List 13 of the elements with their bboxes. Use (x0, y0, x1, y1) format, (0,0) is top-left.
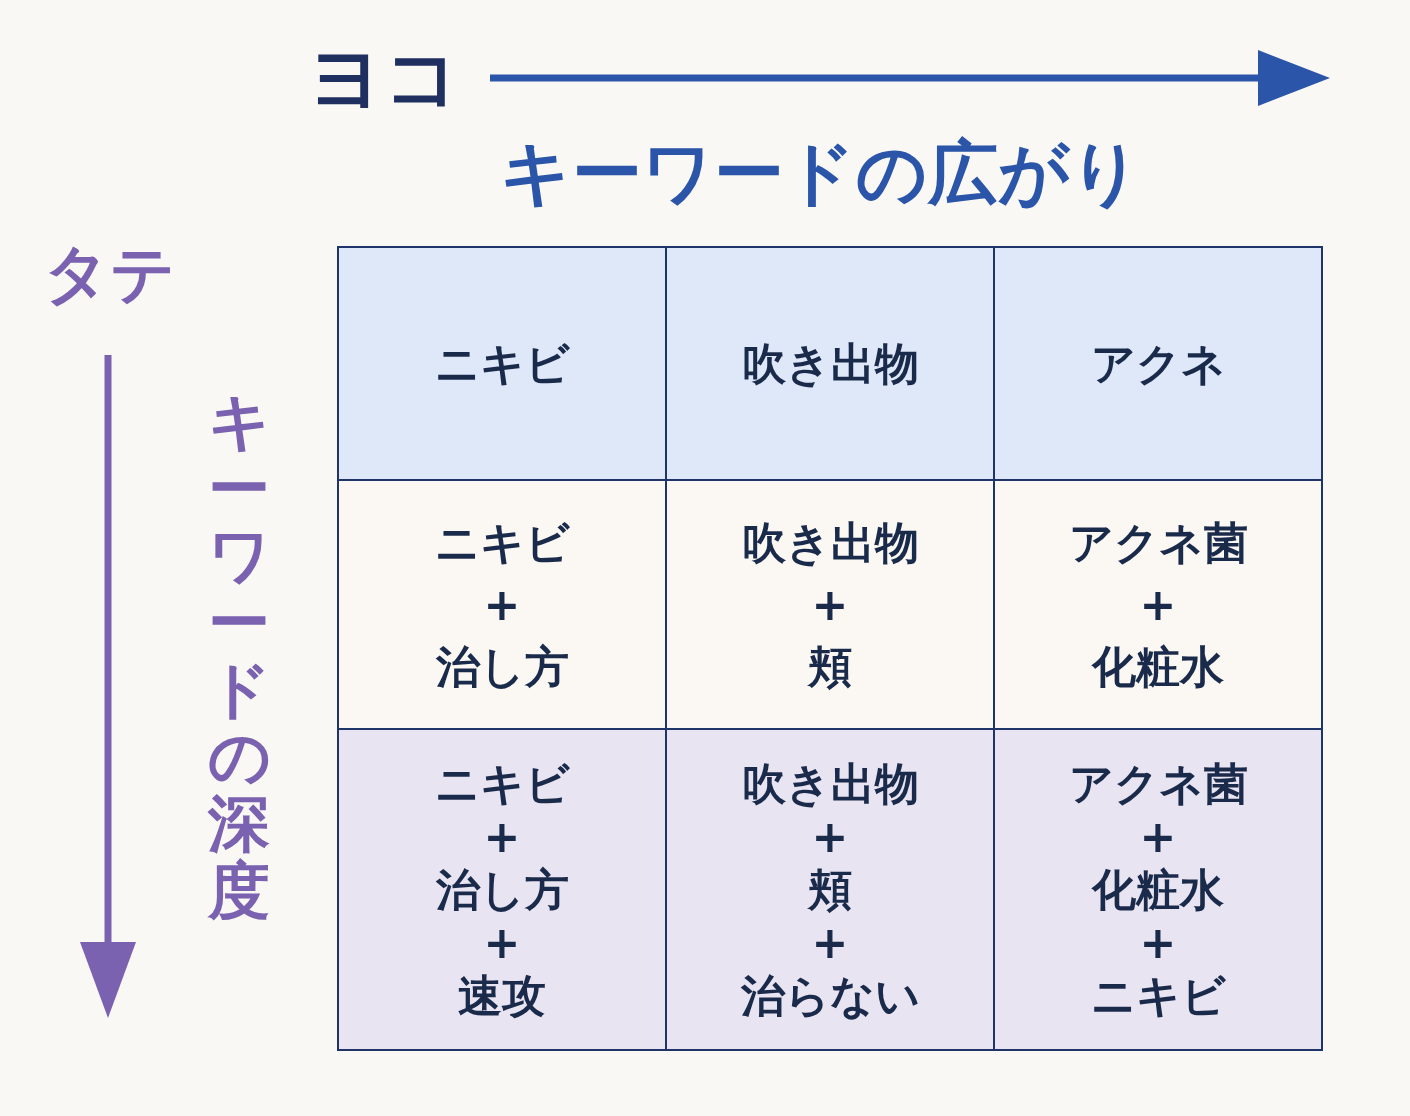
table-cell: アクネ菌+化粧水+ニキビ (994, 729, 1322, 1050)
table-cell: 吹き出物+頬+治らない (666, 729, 994, 1050)
header-cell: 吹き出物 (666, 247, 994, 480)
header-cell: アクネ (994, 247, 1322, 480)
table-cell: ニキビ+治し方 (338, 480, 666, 729)
axis-label: タテ (44, 242, 176, 306)
header-cell: ニキビ (338, 247, 666, 480)
axis-title: キーワードの深度 (207, 388, 271, 924)
table-cell: ニキビ+治し方+速攻 (338, 729, 666, 1050)
table-cell: アクネ菌+化粧水 (994, 480, 1322, 729)
table-cell: 吹き出物+頬 (666, 480, 994, 729)
axis-label: ヨコ (308, 40, 460, 114)
axis-title: キーワードの広がり (500, 138, 1142, 208)
